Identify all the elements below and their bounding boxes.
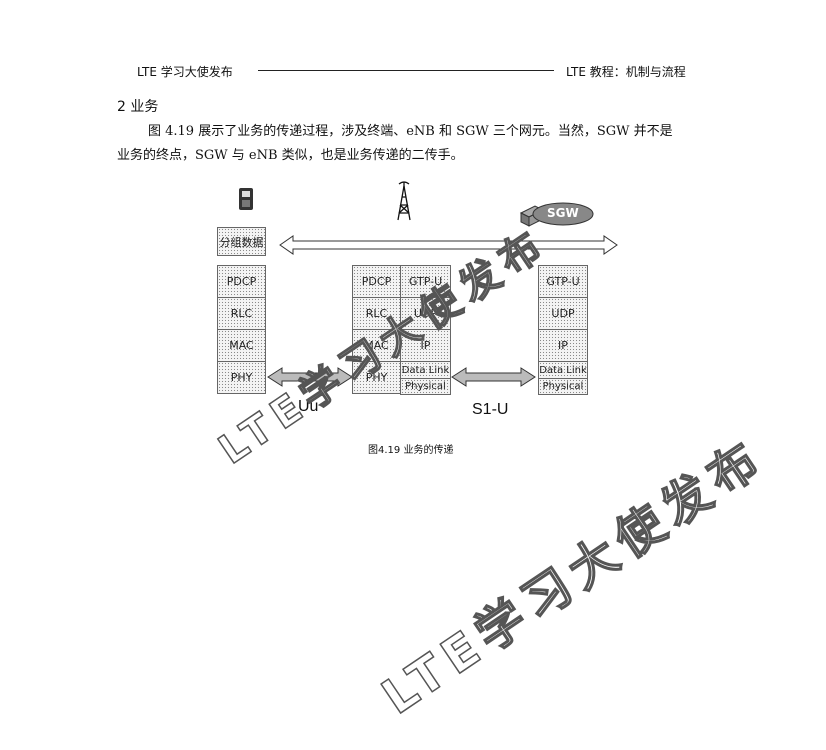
enb-physical: Physical [400,378,451,395]
enb-mac: MAC [352,329,401,362]
sgw-label: SGW [547,206,579,220]
body-paragraph: 图 4.19 展示了业务的传递过程，涉及终端、eNB 和 SGW 三个网元。当然… [117,120,717,168]
header-rule [258,70,554,71]
sgw-gtpu: GTP-U [538,265,588,298]
phone-icon [239,188,253,210]
sgw-ip: IP [538,329,588,362]
s1u-arrow [451,367,536,387]
enb-pdcp: PDCP [352,265,401,298]
ue-mac: MAC [217,329,266,362]
header-right: LTE 教程：机制与流程 [566,65,686,79]
sgw-udp: UDP [538,297,588,330]
enb-gtpu: GTP-U [400,265,451,298]
sgw-data-link: Data Link [538,361,588,379]
enb-udp: UDP [400,297,451,330]
end-to-end-arrow [279,235,618,255]
ue-packet-data: 分组数据 [217,227,266,256]
enb-ip: IP [400,329,451,362]
antenna-tower-icon [397,181,411,221]
enb-rlc: RLC [352,297,401,330]
section-title: 2 业务 [117,99,159,115]
paragraph-line-2: 业务的终点，SGW 与 eNB 类似，也是业务传递的二传手。 [117,148,464,163]
s1u-label: S1-U [472,401,509,418]
ue-rlc: RLC [217,297,266,330]
enb-data-link: Data Link [400,361,451,379]
enb-phy: PHY [352,361,401,394]
sgw-server-icon [519,202,594,227]
header-left: LTE 学习大使发布 [137,65,233,79]
ue-pdcp: PDCP [217,265,266,298]
uu-label: Uu [298,398,319,415]
ue-phy: PHY [217,361,266,394]
sgw-physical: Physical [538,378,588,395]
figure-caption: 图4.19 业务的传递 [368,445,454,456]
paragraph-line-1: 图 4.19 展示了业务的传递过程，涉及终端、eNB 和 SGW 三个网元。当然… [148,124,673,139]
